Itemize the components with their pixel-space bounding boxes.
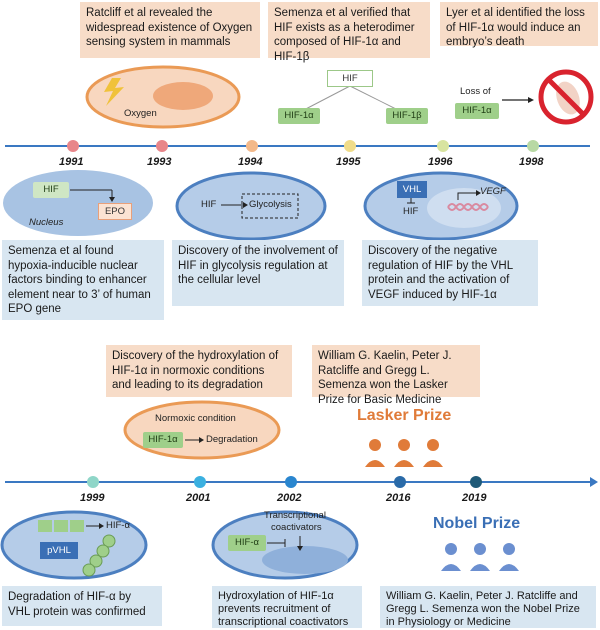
loss-of-label: Loss of (460, 86, 491, 97)
heterodimer-line-left (299, 85, 351, 113)
oxygen-label: Oxygen (124, 108, 157, 119)
vegf-arrow (457, 192, 476, 200)
hif-label-1996: HIF (403, 206, 419, 217)
lasker-prize-title: Lasker Prize (357, 407, 452, 424)
year-2016: 2016 (386, 492, 411, 504)
vhl-box: VHL (397, 181, 427, 198)
note-1994-glycolysis: Discovery of the involvement of HIF in g… (172, 240, 344, 306)
timeline-2-dot-2016 (394, 476, 406, 488)
note-1993-ratcliff: Ratcliff et al revealed the widespread e… (80, 2, 260, 58)
note-2019-nobel: William G. Kaelin, Peter J. Ratcliffe an… (380, 586, 596, 628)
hif-alpha-arrowhead (99, 523, 104, 529)
hif-alpha-block-3 (70, 520, 84, 532)
year-1998: 1998 (519, 156, 544, 168)
coactivators-label: coactivators (271, 522, 322, 533)
timeline-2-dot-2002 (285, 476, 297, 488)
pvhl-box: pVHL (40, 542, 78, 559)
glycolysis-arrowhead (243, 202, 248, 208)
note-1996-vhl: Discovery of the negative regulation of … (362, 240, 538, 306)
timeline-1-dot-1998 (527, 140, 539, 152)
note-1991-semenza: Semenza et al found hypoxia-inducible nu… (2, 240, 164, 320)
timeline-1-dot-1993 (156, 140, 168, 152)
timeline-1-dot-1991 (67, 140, 79, 152)
note-2016-lasker: William G. Kaelin, Peter J. Ratcliffe an… (312, 345, 480, 406)
timeline-2-dot-1999 (87, 476, 99, 488)
note-2002-hydroxylation: Hydroxylation of HIF-1α prevents recruit… (212, 586, 362, 628)
vegf-arrowhead (476, 190, 481, 196)
note-1998-lyer: Lyer et al identified the loss of HIF-1α… (440, 2, 598, 48)
vegf-label: VEGF (480, 186, 506, 197)
dna-helix (447, 203, 489, 211)
normoxic-label: Normoxic condition (155, 413, 236, 424)
hif1b-box-1995: HIF-1β (386, 108, 428, 124)
timeline-1-dot-1996 (437, 140, 449, 152)
heterodimer-line-right (349, 85, 403, 113)
timeline-2-dot-2019 (470, 476, 482, 488)
nobel-scientists-icon (441, 543, 519, 571)
transcriptional-label: Transcriptional (264, 510, 326, 521)
ubiquitin-1 (102, 534, 116, 548)
hif-epo-arrowhead (109, 197, 115, 202)
oxygen-nucleus (153, 82, 213, 110)
timeline-2-arrowhead (590, 477, 598, 487)
dna-helix-2 (447, 203, 489, 211)
glycolysis-cell (175, 171, 327, 241)
hif1a-box-1995: HIF-1α (278, 108, 320, 124)
year-1996: 1996 (428, 156, 453, 168)
timeline-2-dot-2001 (194, 476, 206, 488)
loss-arrowhead (528, 97, 534, 103)
normoxic-cell (123, 400, 281, 460)
ubiquitin-4 (82, 563, 96, 577)
prohibition-icon (538, 69, 594, 125)
hif-alpha-block-2 (54, 520, 68, 532)
ubiquitin-3 (89, 554, 103, 568)
coactivator-arrowhead (297, 546, 303, 551)
hif1a-box-2001: HIF-1α (143, 432, 183, 448)
year-2001: 2001 (186, 492, 211, 504)
lasker-scientists-icon (365, 439, 443, 467)
year-1993: 1993 (147, 156, 172, 168)
note-2001-hydroxylation: Discovery of the hydroxylation of HIF-1α… (106, 345, 292, 397)
note-1995-semenza: Semenza et al verified that HIF exists a… (268, 2, 430, 63)
degradation-label: Degradation (206, 434, 258, 445)
timeline-1-dot-1995 (344, 140, 356, 152)
hif-alpha-label-1999: HIF-α (106, 520, 130, 531)
note-1991-text: Semenza et al found hypoxia-inducible nu… (8, 245, 151, 315)
nobel-prize-title: Nobel Prize (433, 515, 521, 532)
year-1995: 1995 (336, 156, 361, 168)
degradation-arrowhead (199, 437, 204, 443)
coactivator-nucleus (262, 546, 348, 574)
year-1999: 1999 (80, 492, 105, 504)
hif-alpha-block-1 (38, 520, 52, 532)
hif1a-box-1998: HIF-1α (455, 103, 499, 119)
nucleus-label: Nucleus (29, 217, 64, 228)
lightning-icon (104, 78, 124, 106)
hif-alpha-box-2002: HIF-α (228, 535, 266, 551)
year-2019: 2019 (462, 492, 487, 504)
hif-box-1991: HIF (33, 182, 69, 198)
glycolysis-label: Glycolysis (249, 199, 292, 210)
epo-box: EPO (98, 203, 132, 220)
hif-heterodimer-label: HIF (327, 70, 373, 87)
year-2002: 2002 (277, 492, 302, 504)
note-1999-degradation: Degradation of HIF-α by VHL protein was … (2, 586, 162, 626)
glycolysis-dashed-box (241, 193, 299, 219)
timeline-1-dot-1994 (246, 140, 258, 152)
prohibition-slash (546, 77, 586, 117)
year-1994: 1994 (238, 156, 263, 168)
year-1991: 1991 (59, 156, 84, 168)
ubiquitin-2 (96, 544, 110, 558)
hif-label-1994: HIF (201, 199, 217, 210)
